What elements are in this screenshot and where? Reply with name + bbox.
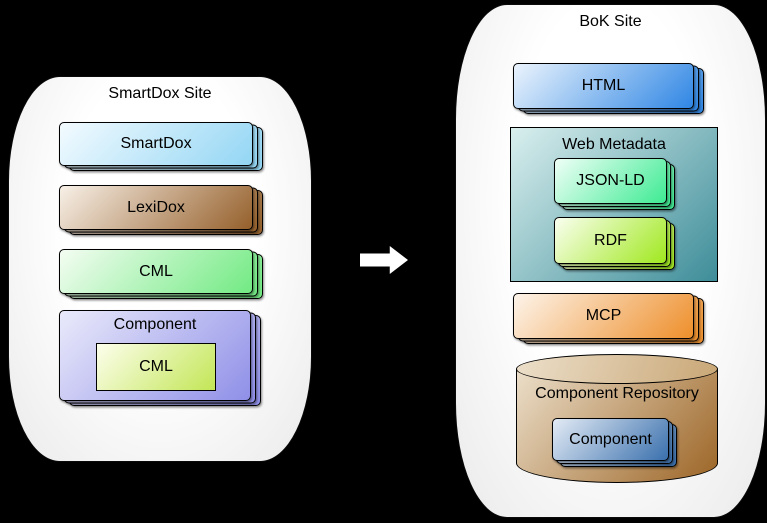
bok-site-title: BoK Site xyxy=(579,13,642,30)
component-repository-cylinder: Component Repository Component xyxy=(516,354,718,483)
smartdox-label: SmartDox xyxy=(120,135,192,152)
jsonld-label: JSON-LD xyxy=(576,172,645,189)
smartdox-site-title: SmartDox Site xyxy=(108,85,212,102)
component-cml-inner-box: CML xyxy=(96,343,216,391)
lexidox-label: LexiDox xyxy=(127,198,185,216)
mcp-box xyxy=(513,293,694,339)
cml-label: CML xyxy=(139,262,173,280)
repo-component-stack: Component xyxy=(552,418,677,467)
html-stack: HTML xyxy=(513,63,704,114)
component-repository-title: Component Repository xyxy=(535,385,699,402)
smartdox-stack: SmartDox xyxy=(59,122,263,171)
mcp-stack: MCP xyxy=(513,293,704,344)
html-label: HTML xyxy=(581,77,626,94)
smartdox-box xyxy=(59,122,253,166)
rdf-label: RDF xyxy=(594,231,627,249)
repo-component-box xyxy=(552,418,669,461)
rdf-stack: RDF xyxy=(554,217,675,270)
rdf-box xyxy=(554,217,667,264)
cml-box xyxy=(59,249,253,294)
component-cml-inner-label: CML xyxy=(139,358,173,375)
bok-site-container: BoK Site HTML Web Metadata JSON-LD RDF xyxy=(455,4,766,518)
smartdox-site-container: SmartDox Site SmartDox LexiDox CML Compo… xyxy=(8,76,312,462)
mcp-label: MCP xyxy=(585,307,622,324)
repo-component-label: Component xyxy=(569,430,652,448)
jsonld-stack: JSON-LD xyxy=(554,158,675,210)
cylinder-top-ellipse xyxy=(516,354,718,384)
component-stack: Component CML xyxy=(59,310,261,406)
flow-arrow-icon xyxy=(360,246,408,274)
lexidox-box xyxy=(59,185,253,230)
component-label: Component xyxy=(113,316,197,333)
web-metadata-group: Web Metadata JSON-LD RDF xyxy=(510,127,718,282)
cml-stack: CML xyxy=(59,249,263,299)
html-box xyxy=(513,63,694,109)
web-metadata-title: Web Metadata xyxy=(562,136,666,153)
lexidox-stack: LexiDox xyxy=(59,185,263,235)
jsonld-box xyxy=(554,158,667,204)
